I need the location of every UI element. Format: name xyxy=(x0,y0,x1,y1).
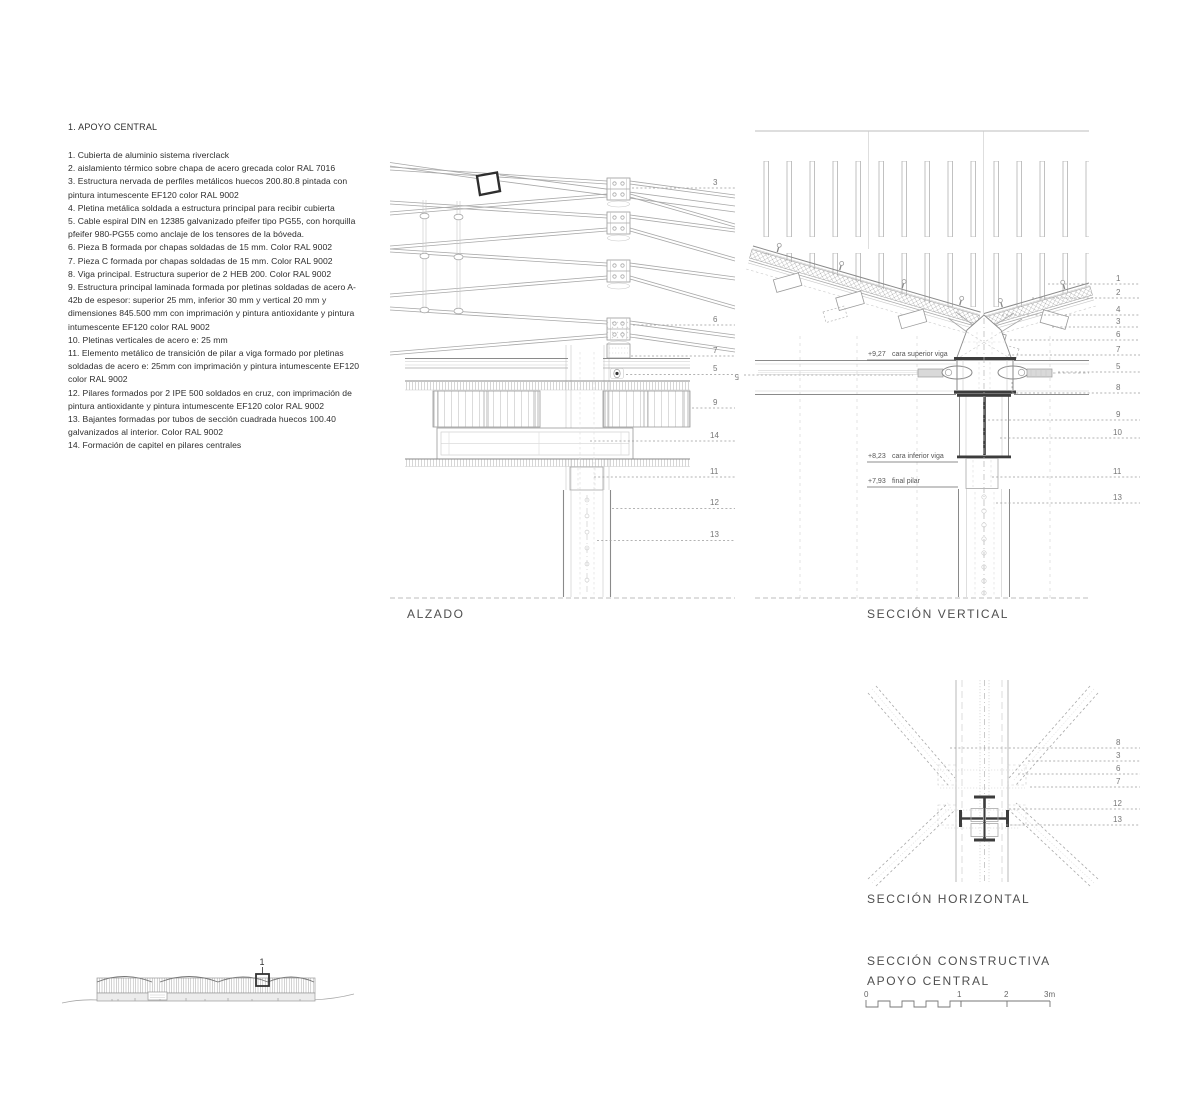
callout-alzado-12: 12 xyxy=(710,498,719,507)
alzado-column xyxy=(562,352,612,597)
sv-transition xyxy=(965,458,999,489)
alzado-drawing: 3 6 7 5 9 14 11 12 13 5 ALZADO xyxy=(389,162,913,621)
legend-item-8: 8. Viga principal. Estructura superior d… xyxy=(68,268,332,279)
legend-item-6: 6. Pieza B formada por chapas soldadas d… xyxy=(68,242,333,253)
callout-sv-1: 1 xyxy=(1116,274,1121,283)
detail-marker: 1 xyxy=(255,957,270,987)
callout-sv-7: 7 xyxy=(1116,345,1121,354)
cable-anchor-bolt xyxy=(615,371,619,376)
callout-sv-13: 13 xyxy=(1113,493,1122,502)
callout-sh-7: 7 xyxy=(1116,777,1121,786)
scale-tick-0: 0 xyxy=(864,990,869,999)
callout-alzado-9: 9 xyxy=(713,398,718,407)
scale-bar: 0 1 2 3m xyxy=(864,990,1055,1008)
callout-alzado-3: 3 xyxy=(713,178,718,187)
sh-callouts: 8 3 6 7 12 13 xyxy=(950,738,1140,826)
callout-sv-5: 5 xyxy=(1116,362,1121,371)
hollow-profile-end xyxy=(475,171,502,197)
callout-sh-3: 3 xyxy=(1116,751,1121,760)
legend-item-2: 2. aislamiento térmico sobre chapa de ac… xyxy=(68,163,336,174)
sv-cable-assembly xyxy=(755,360,1089,395)
seccion-vertical-drawing: +9,27 cara superior viga +8,23 cara infe… xyxy=(737,130,1140,621)
sv-heb-block xyxy=(954,357,1016,394)
alzado-capital xyxy=(436,427,634,460)
legend-item-10: 10. Pletinas verticales de acero e: 25 m… xyxy=(68,334,228,345)
alzado-transition xyxy=(569,466,604,491)
level-793-value: +7,93 xyxy=(868,478,886,485)
callout-mirrored-5: 5 xyxy=(734,372,739,381)
keyplan-drawing: 1 xyxy=(61,957,355,1004)
sh-band-edges xyxy=(955,680,1009,882)
keyplan-body xyxy=(96,992,316,1002)
sv-column xyxy=(958,318,1010,597)
legend-item-13: 13. Bajantes formadas por tubos de secci… xyxy=(68,414,336,438)
keyplan-vaults xyxy=(96,976,315,983)
titleblock-line2: APOYO CENTRAL xyxy=(867,974,990,988)
alzado-main-structure xyxy=(432,390,691,428)
sv-levels: +9,27 cara superior viga +8,23 cara infe… xyxy=(867,351,958,488)
level-927-value: +9,27 xyxy=(868,351,886,358)
keyplan-roof-band xyxy=(96,977,316,994)
legend-item-9: 9. Estructura principal laminada formada… xyxy=(68,282,356,332)
scale-tick-2: 2 xyxy=(1004,990,1009,999)
sv-main-beam xyxy=(957,394,1011,459)
legend-item-5: 5. Cable espiral DIN en 12385 galvanizad… xyxy=(68,216,356,240)
legend-item-1: 1. Cubierta de aluminio sistema rivercla… xyxy=(68,150,230,160)
sh-diagonals xyxy=(867,685,1099,887)
callout-alzado-6: 6 xyxy=(713,315,718,324)
legend-item-7: 7. Pieza C formada por chapas soldadas d… xyxy=(68,255,333,266)
callout-alzado-11: 11 xyxy=(710,467,719,476)
callout-sv-6: 6 xyxy=(1116,330,1121,339)
alzado-gusset-plates xyxy=(606,177,631,359)
title-block: SECCIÓN CONSTRUCTIVA APOYO CENTRAL 0 1 2… xyxy=(864,953,1055,1008)
callout-sv-8: 8 xyxy=(1116,383,1121,392)
detail-marker-number: 1 xyxy=(259,957,264,967)
legend-item-12: 12. Pilares formados por 2 IPE 500 solda… xyxy=(68,387,352,411)
legend: 1. APOYO CENTRAL 1. Cubierta de aluminio… xyxy=(68,122,360,453)
seccion-horizontal-drawing: 8 3 6 7 12 13 SECCIÓN HORIZONTAL xyxy=(867,680,1140,906)
callout-sh-8: 8 xyxy=(1116,738,1121,747)
alzado-lattice xyxy=(389,162,736,490)
seccion-vertical-title: SECCIÓN VERTICAL xyxy=(867,606,1009,621)
legend-item-3: 3. Estructura nervada de perfiles metáli… xyxy=(68,176,348,200)
callout-sh-12: 12 xyxy=(1113,799,1122,808)
sv-louvre-row-1 xyxy=(757,161,1089,237)
callout-alzado-5: 5 xyxy=(713,364,718,373)
callout-sv-3: 3 xyxy=(1116,317,1121,326)
legend-item-4: 4. Pletina metálica soldada a estructura… xyxy=(68,202,335,213)
alzado-deck xyxy=(390,352,735,599)
callout-sh-6: 6 xyxy=(1116,764,1121,773)
titleblock-line1: SECCIÓN CONSTRUCTIVA xyxy=(867,953,1051,968)
legend-item-14: 14. Formación de capitel en pilares cent… xyxy=(68,440,242,451)
callout-alzado-14: 14 xyxy=(710,431,719,440)
callout-alzado-13: 13 xyxy=(710,530,719,539)
callout-sh-13: 13 xyxy=(1113,815,1122,824)
legend-item-11: 11. Elemento metálico de transición de p… xyxy=(68,348,360,385)
scale-tick-3m: 3m xyxy=(1044,990,1055,999)
legend-items: 1. Cubierta de aluminio sistema rivercla… xyxy=(68,149,360,453)
level-793-label: final pilar xyxy=(892,478,921,485)
callout-sv-9: 9 xyxy=(1116,410,1121,419)
sh-cruciform-column xyxy=(959,795,1009,842)
legend-title: 1. APOYO CENTRAL xyxy=(68,122,158,132)
level-823-value: +8,23 xyxy=(868,453,886,460)
alzado-callouts: 3 6 7 5 9 14 11 12 13 5 xyxy=(590,178,913,541)
callout-sv-2: 2 xyxy=(1116,288,1121,297)
seccion-horizontal-title: SECCIÓN HORIZONTAL xyxy=(867,891,1030,906)
alzado-title: ALZADO xyxy=(407,607,465,621)
callout-sv-4: 4 xyxy=(1116,305,1121,314)
callout-sv-10: 10 xyxy=(1113,428,1122,437)
level-823-label: cara inferior viga xyxy=(892,453,944,460)
sv-callouts: 1 2 4 3 6 7 5 8 9 10 11 13 xyxy=(988,274,1140,504)
callout-sv-11: 11 xyxy=(1113,467,1122,476)
scale-tick-1: 1 xyxy=(957,990,962,999)
callout-alzado-7: 7 xyxy=(713,346,718,355)
level-927-label: cara superior viga xyxy=(892,351,948,358)
